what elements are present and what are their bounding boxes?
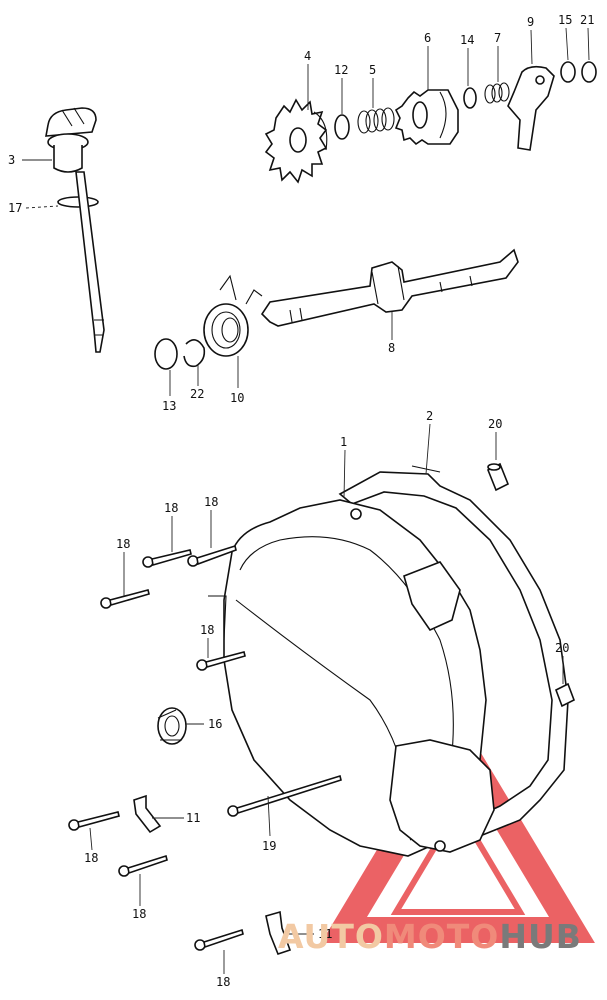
callout-20a: 20 bbox=[488, 417, 502, 431]
callout-18c: 18 bbox=[204, 495, 218, 509]
callout-16: 16 bbox=[208, 717, 222, 731]
callout-14: 14 bbox=[460, 33, 474, 47]
kick-return-spring bbox=[203, 274, 263, 357]
callout-6: 6 bbox=[424, 31, 431, 45]
callout-4: 4 bbox=[304, 49, 311, 63]
kick-starter-spindle bbox=[260, 248, 519, 327]
callout-10: 10 bbox=[230, 391, 244, 405]
callout-18e: 18 bbox=[84, 851, 98, 865]
callout-20b: 20 bbox=[555, 641, 569, 655]
watermark-text-moto: MOTO bbox=[384, 917, 499, 956]
oil-dipstick-assembly bbox=[45, 107, 105, 353]
callout-18a: 18 bbox=[116, 537, 130, 551]
callout-7: 7 bbox=[494, 31, 501, 45]
callout-9: 9 bbox=[527, 15, 534, 29]
kick-starter-gear-train bbox=[264, 61, 597, 184]
svg-text:AUTOMOTOHUB: AUTOMOTOHUB bbox=[278, 917, 582, 956]
washer-part bbox=[560, 61, 576, 83]
callout-3: 3 bbox=[8, 153, 15, 167]
callout-18g: 18 bbox=[216, 975, 230, 989]
callout-1: 1 bbox=[340, 435, 347, 449]
callout-13: 13 bbox=[162, 399, 176, 413]
spring-part bbox=[484, 82, 510, 104]
callout-19: 19 bbox=[262, 839, 276, 853]
right-crankcase-cover bbox=[208, 465, 495, 857]
callout-17: 17 bbox=[8, 201, 22, 215]
callout-2: 2 bbox=[426, 409, 433, 423]
washer-part bbox=[463, 87, 477, 109]
callout-12: 12 bbox=[334, 63, 348, 77]
ratchet-part bbox=[394, 89, 459, 146]
callout-5: 5 bbox=[369, 63, 376, 77]
watermark-logo-text: AUTOMOTOHUB bbox=[278, 917, 582, 956]
circlip-part bbox=[183, 339, 206, 368]
callout-11a: 11 bbox=[186, 811, 200, 825]
callout-18d: 18 bbox=[200, 623, 214, 637]
spring-part bbox=[357, 107, 395, 134]
callout-8: 8 bbox=[388, 341, 395, 355]
watermark-text-auto: AUTO bbox=[278, 917, 384, 956]
circlip-part bbox=[581, 61, 597, 83]
ratchet-guide-lever-part bbox=[507, 65, 555, 151]
washer-part bbox=[334, 114, 350, 140]
callout-18b: 18 bbox=[164, 501, 178, 515]
callout-21: 21 bbox=[580, 13, 594, 27]
callout-labels: 1 2 3 4 5 6 7 8 9 10 11 11 12 13 14 15 1… bbox=[8, 13, 594, 989]
callout-leaders bbox=[22, 27, 590, 974]
callout-15: 15 bbox=[558, 13, 572, 27]
callout-18f: 18 bbox=[132, 907, 146, 921]
fasteners bbox=[68, 462, 576, 955]
washer-part bbox=[154, 338, 178, 370]
callout-11b: 11 bbox=[318, 927, 332, 941]
kick-gear-part bbox=[264, 98, 328, 184]
watermark-text-hub: HUB bbox=[499, 917, 582, 956]
callout-22: 22 bbox=[190, 387, 204, 401]
